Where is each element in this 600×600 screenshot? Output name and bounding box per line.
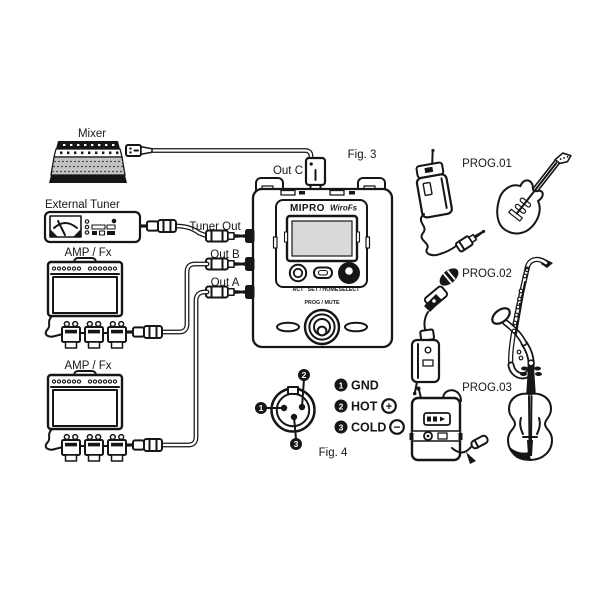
legend-2-sign: + xyxy=(386,401,392,413)
plus-sign-icon xyxy=(381,398,397,414)
bodypack-transmitter-1 xyxy=(415,148,457,257)
bodypack-transmitter-2 xyxy=(410,338,441,396)
select-caption: SELECT xyxy=(339,287,361,293)
pin1-callout-num: 1 xyxy=(259,403,264,413)
act-caption: ACT xyxy=(293,287,305,293)
pin-legend: 1 GND 2 HOT + 3 COLD − xyxy=(334,378,405,435)
xlr-pinout-diagram: 1 2 3 xyxy=(255,369,316,450)
bodypack-transmitter-3 xyxy=(409,386,489,464)
pin1-callout xyxy=(255,402,267,414)
amp-fx-top-label: AMP / Fx xyxy=(64,247,111,259)
belt-clip-loop xyxy=(442,389,462,402)
set-home-caption: SET / HOME xyxy=(308,287,339,293)
pin3-callout-num: 3 xyxy=(294,439,299,449)
minus-sign-icon xyxy=(389,419,405,435)
legend-2-label: HOT xyxy=(351,400,378,414)
footswitch-button[interactable] xyxy=(303,308,341,346)
tuner-out-label: Tuner Out xyxy=(189,221,241,233)
legend-3-label: COLD xyxy=(351,421,386,435)
mixer-xlr-cable xyxy=(125,144,311,160)
fig3-caption: Fig. 3 xyxy=(348,149,377,161)
pin2-callout xyxy=(298,369,310,381)
amp-fx-bottom-label: AMP / Fx xyxy=(64,360,111,372)
external-tuner-label: External Tuner xyxy=(45,199,120,211)
coiled-cable xyxy=(419,213,457,257)
effect-pedals-top xyxy=(61,320,127,349)
prog-mute-caption: PROG / MUTE xyxy=(304,300,339,306)
violin-illustration xyxy=(507,359,553,461)
set-home-button[interactable] xyxy=(313,266,333,279)
out-b-plug xyxy=(205,257,247,271)
legend-1-num: 1 xyxy=(339,380,344,390)
effect-pedals-bottom xyxy=(61,433,127,462)
prog1-label: PROG.01 xyxy=(462,158,512,170)
legend-3-sign: − xyxy=(393,420,400,434)
pin2-callout-num: 2 xyxy=(302,370,307,380)
legend-2-num: 2 xyxy=(339,401,344,411)
act-button[interactable] xyxy=(288,263,308,283)
brand-logo: MIPRO xyxy=(290,203,325,214)
out-a-plug xyxy=(205,285,247,299)
output-jacks xyxy=(245,229,255,299)
mixer-label: Mixer xyxy=(78,128,106,140)
clip-microphone xyxy=(419,268,459,342)
fig4-caption: Fig. 4 xyxy=(319,447,348,459)
mixer-illustration xyxy=(49,141,127,183)
legend-1-label: GND xyxy=(351,379,379,393)
select-knob[interactable] xyxy=(338,262,360,284)
lcd-screen xyxy=(283,214,361,263)
receiver-illustration: MIPRO WiroFs ACT SET / HOME SELECT PROG … xyxy=(245,177,394,349)
vent-slot-right xyxy=(344,321,368,333)
prog2-label: PROG.02 xyxy=(462,268,512,280)
amp-fx-bottom-illustration xyxy=(44,292,207,462)
saxophone-illustration xyxy=(491,258,553,376)
out-c-label: Out C xyxy=(273,165,303,177)
legend-3-num: 3 xyxy=(339,422,344,432)
pin3-callout xyxy=(290,438,302,450)
vent-slot-left xyxy=(276,321,300,333)
mini-mic-arm xyxy=(451,446,472,454)
guitar-illustration xyxy=(496,152,572,235)
external-tuner-illustration xyxy=(43,210,142,244)
prog3-label: PROG.03 xyxy=(462,382,512,394)
amp-fx-top-illustration xyxy=(44,256,207,349)
instrument-cable-plug xyxy=(455,229,486,253)
brand-series-logo: WiroFs xyxy=(330,204,358,213)
